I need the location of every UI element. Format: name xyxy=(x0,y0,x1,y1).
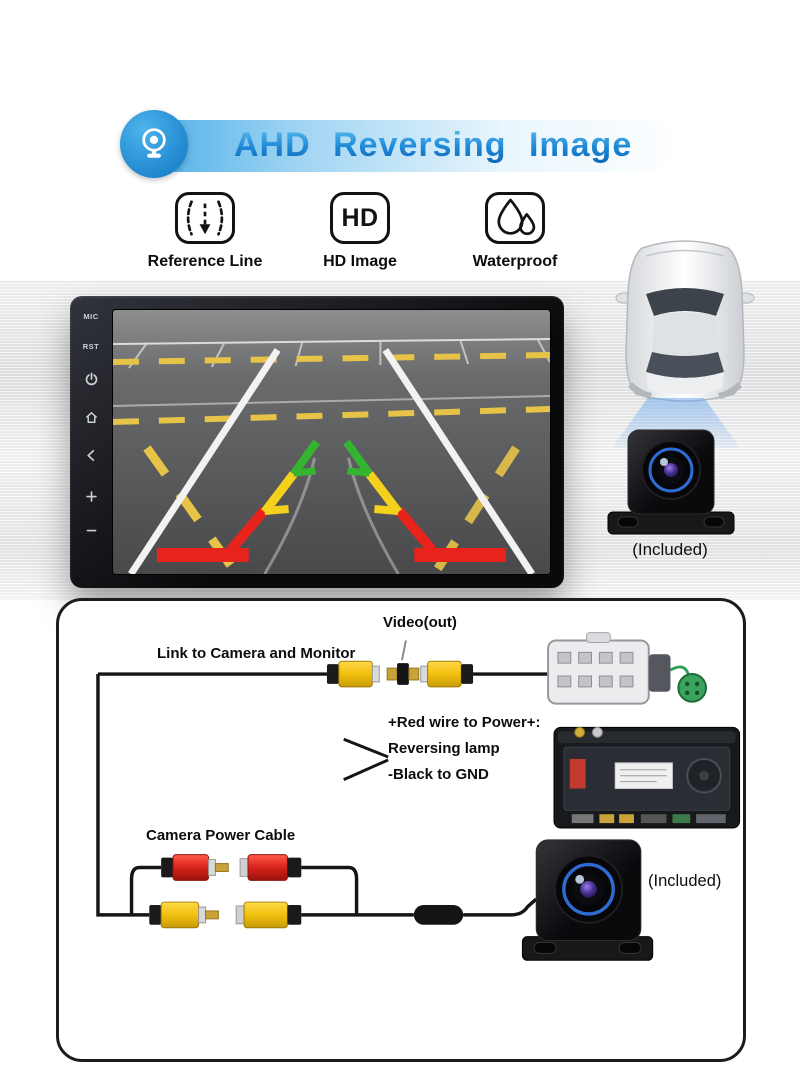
feature-waterproof: Waterproof xyxy=(445,192,585,271)
green-round-connector xyxy=(677,673,707,703)
power-wiring-note: +Red wire to Power+: Reversing lamp -Bla… xyxy=(388,710,541,788)
power-icon[interactable] xyxy=(70,372,112,387)
video-out-label: Video(out) xyxy=(383,614,457,631)
waterproof-icon xyxy=(485,192,545,244)
link-to-camera-label: Link to Camera and Monitor xyxy=(157,645,356,662)
pointer-lines xyxy=(343,737,389,782)
cable-lines xyxy=(96,672,549,917)
backup-camera-diagram xyxy=(521,839,654,961)
head-unit-rear xyxy=(553,726,741,829)
camera-power-cable-label: Camera Power Cable xyxy=(146,827,296,844)
webcam-icon xyxy=(120,110,188,178)
included-label-bottom: (Included) xyxy=(648,872,722,890)
feature-label: Reference Line xyxy=(147,253,263,270)
feature-label: HD Image xyxy=(323,253,397,270)
wiring-diagram xyxy=(56,598,746,1062)
power-note-line: Reversing lamp xyxy=(388,740,500,757)
hd-icon: HD xyxy=(330,192,390,244)
included-label-top: (Included) xyxy=(632,540,708,559)
backup-camera xyxy=(606,428,736,542)
reference-line-icon xyxy=(175,192,235,244)
volume-down-icon[interactable] xyxy=(70,524,112,537)
volume-up-icon[interactable] xyxy=(70,490,112,503)
banner-title: AHD Reversing Image xyxy=(234,126,633,164)
rca-connector-red-pair xyxy=(161,854,302,881)
feature-row: Reference Line HD HD Image Waterproof xyxy=(135,192,585,271)
back-icon[interactable] xyxy=(70,448,112,463)
inline-filter xyxy=(413,905,464,925)
mic-label: MIC xyxy=(83,312,99,321)
rca-connector-yellow-pair xyxy=(149,901,302,929)
power-note-line: -Black to GND xyxy=(388,766,489,783)
car-stereo-head-unit: MIC RST xyxy=(70,296,564,588)
wiring-harness-connector xyxy=(547,632,707,705)
car-top-view xyxy=(612,232,758,408)
head-unit-side-controls: MIC RST xyxy=(70,296,112,588)
banner-pill xyxy=(150,120,674,172)
rca-connector-yellow-video xyxy=(326,660,474,688)
home-icon[interactable] xyxy=(70,410,112,425)
rst-label: RST xyxy=(82,342,100,351)
feature-label: Waterproof xyxy=(472,253,558,270)
hd-icon-text: HD xyxy=(341,203,379,232)
feature-hd-image: HD HD Image xyxy=(290,192,430,271)
feature-reference-line: Reference Line xyxy=(135,192,275,271)
power-note-line: +Red wire to Power+: xyxy=(388,714,541,731)
reversing-camera-view xyxy=(112,309,551,575)
parking-guide-lines xyxy=(156,439,507,562)
